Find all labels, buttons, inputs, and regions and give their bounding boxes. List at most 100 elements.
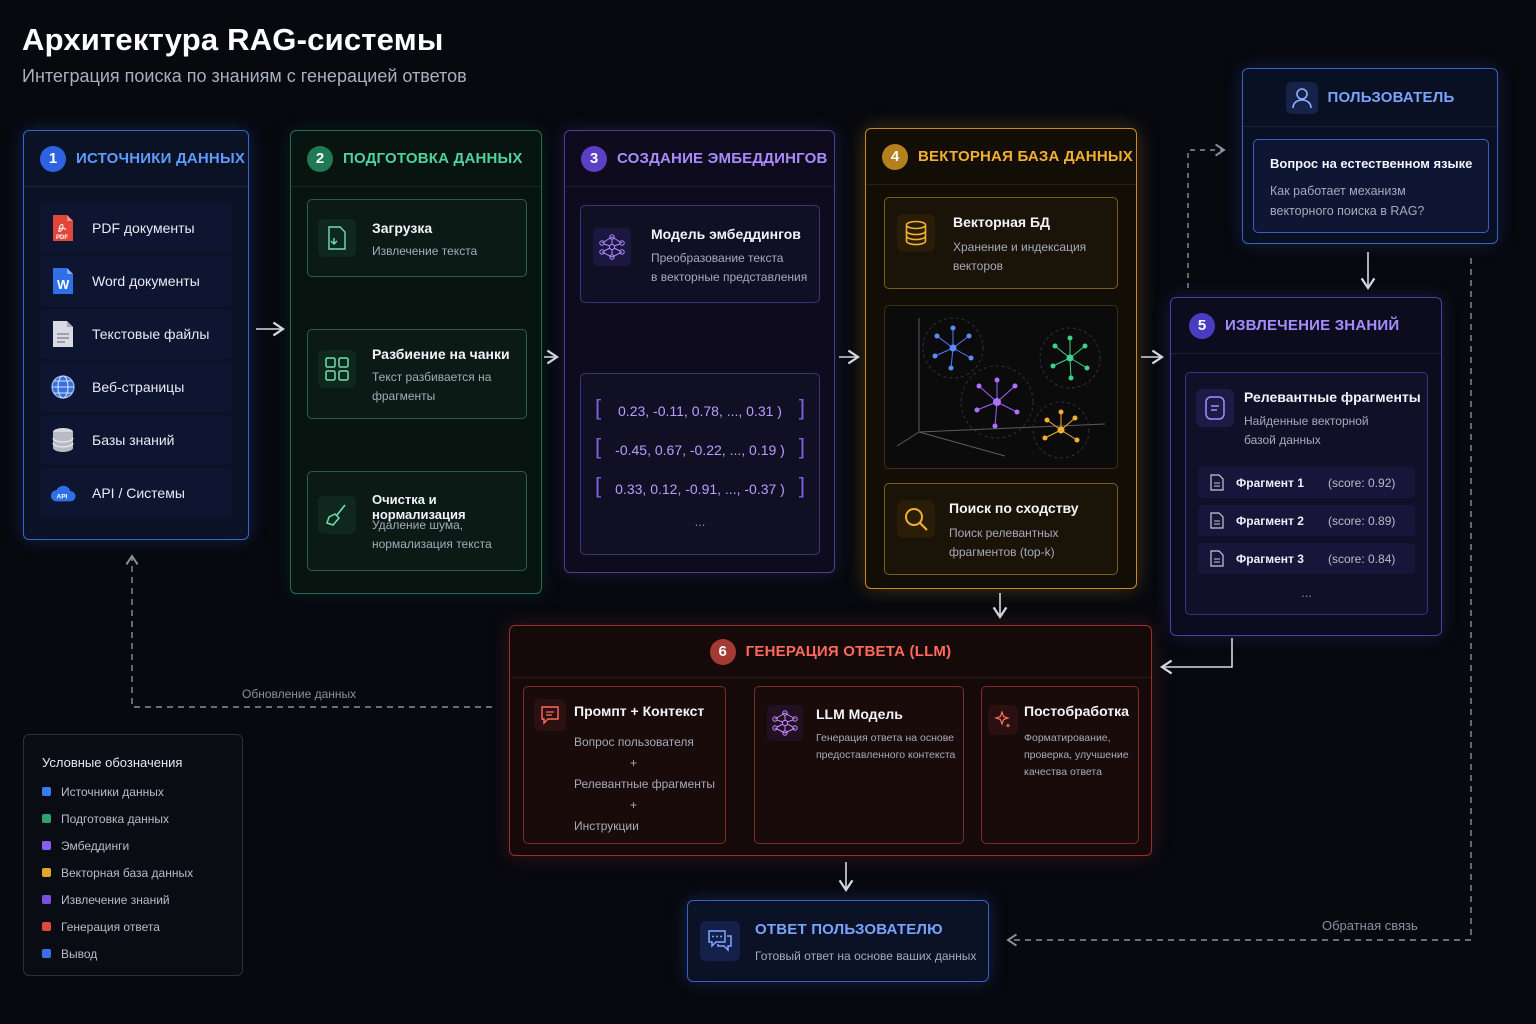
prep-step-clean[interactable]: Очистка и нормализация Удаление шума, но… (307, 471, 527, 571)
svg-text:W: W (57, 277, 70, 292)
legend-swatch (42, 922, 51, 931)
fragments-subtitle: базой данных (1244, 433, 1321, 447)
page-title: Архитектура RAG-системы (22, 22, 444, 57)
llm-model-card[interactable]: LLM Модель Генерация ответа на основе пр… (754, 686, 964, 844)
svg-text:PDF: PDF (56, 235, 68, 241)
step-title: Загрузка (372, 220, 433, 236)
neural-network-icon (767, 705, 803, 741)
step-badge: 2 (307, 145, 333, 172)
vector-db-panel: 4 ВЕКТОРНАЯ БАЗА ДАННЫХ Векторная БД Хра… (865, 128, 1137, 589)
generation-title: ГЕНЕРАЦИЯ ОТВЕТА (LLM) (745, 643, 952, 660)
prompt-line: + (630, 798, 638, 812)
legend-item: Вывод (42, 940, 242, 967)
legend-title: Условные обозначения (42, 755, 183, 770)
svg-text:API: API (57, 494, 68, 501)
legend-swatch (42, 787, 51, 796)
file-icon (1210, 512, 1224, 529)
prompt-line: Релевантные фрагменты (574, 777, 715, 791)
postprocessing-card[interactable]: Постобработка Форматирование, проверка, … (981, 686, 1139, 844)
fragment-row[interactable]: Фрагмент 3 (score: 0.84) (1198, 543, 1415, 574)
text-file-icon (50, 321, 76, 347)
user-question-card[interactable]: Вопрос на естественном языке Как работае… (1253, 139, 1489, 233)
step-title: Разбиение на чанки (372, 346, 510, 362)
source-item-web[interactable]: Веб-страницы (40, 362, 232, 412)
vector-space-visual (884, 305, 1118, 469)
step-subtitle: фрагменты (372, 389, 436, 403)
llm-line: предоставленного контекста (816, 749, 956, 761)
search-title: Поиск по сходству (949, 500, 1079, 516)
word-icon: W (50, 268, 76, 294)
post-line: проверка, улучшение (1024, 749, 1129, 761)
legend-label: Генерация ответа (61, 919, 160, 934)
chat-bubbles-icon (700, 921, 740, 961)
vector-db-title: ВЕКТОРНАЯ БАЗА ДАННЫХ (918, 148, 1133, 165)
source-item-kb[interactable]: Базы знаний (40, 415, 232, 465)
search-subtitle: Поиск релевантных (949, 526, 1059, 540)
fragment-row[interactable]: Фрагмент 2 (score: 0.89) (1198, 505, 1415, 536)
globe-icon (50, 374, 76, 400)
source-item-api[interactable]: API API / Системы (40, 468, 232, 518)
vector-values: 0.23, -0.11, 0.78, ..., 0.31 ) (618, 403, 782, 419)
answer-panel[interactable]: ОТВЕТ ПОЛЬЗОВАТЕЛЮ Готовый ответ на осно… (687, 900, 989, 982)
retrieval-panel: 5 ИЗВЛЕЧЕНИЕ ЗНАНИЙ Релевантные фрагмент… (1170, 297, 1442, 636)
legend-panel: Условные обозначения Источники данных По… (23, 734, 243, 976)
embeddings-title: СОЗДАНИЕ ЭМБЕДДИНГОВ (617, 150, 828, 167)
legend-label: Подготовка данных (61, 811, 170, 826)
legend-swatch (42, 814, 51, 823)
legend-label: Вывод (61, 946, 98, 961)
fragments-ellipsis: ... (1301, 585, 1312, 600)
neural-network-icon (593, 228, 631, 266)
source-label: Текстовые файлы (92, 326, 210, 342)
source-label: Word документы (92, 273, 200, 289)
prep-step-load[interactable]: Загрузка Извлечение текста (307, 199, 527, 277)
vector-row: [0.33, 0.12, -0.91, ..., -0.37 )] (595, 473, 805, 498)
retrieval-title: ИЗВЛЕЧЕНИЕ ЗНАНИЙ (1225, 317, 1400, 334)
llm-title: LLM Модель (816, 706, 903, 722)
vector-values: -0.45, 0.67, -0.22, ..., 0.19 ) (615, 442, 785, 458)
sources-panel: 1 ИСТОЧНИКИ ДАННЫХ PDF PDF документы W W… (23, 130, 249, 540)
step-subtitle: Извлечение текста (372, 244, 478, 258)
prep-step-chunk[interactable]: Разбиение на чанки Текст разбивается на … (307, 329, 527, 419)
fragment-score: (score: 0.84) (1328, 551, 1396, 566)
similarity-search-card[interactable]: Поиск по сходству Поиск релевантных фраг… (884, 483, 1118, 575)
legend-item: Подготовка данных (42, 805, 242, 832)
grid-icon (318, 350, 356, 388)
vector-store-card[interactable]: Векторная БД Хранение и индексация векто… (884, 197, 1118, 289)
prompt-context-card[interactable]: Промпт + Контекст Вопрос пользователя + … (523, 686, 726, 844)
legend-label: Векторная база данных (61, 865, 194, 880)
sources-title: ИСТОЧНИКИ ДАННЫХ (76, 150, 246, 167)
legend-swatch (42, 895, 51, 904)
fragment-score: (score: 0.92) (1328, 475, 1396, 490)
model-title: Модель эмбеддингов (651, 226, 801, 242)
prompt-line: Инструкции (574, 819, 639, 833)
answer-title: ОТВЕТ ПОЛЬЗОВАТЕЛЮ (755, 921, 943, 938)
embedding-model-card[interactable]: Модель эмбеддингов Преобразование текста… (580, 205, 820, 303)
fragment-name: Фрагмент 2 (1236, 513, 1304, 528)
source-item-word[interactable]: W Word документы (40, 256, 232, 306)
search-subtitle: фрагментов (top-k) (949, 545, 1055, 559)
api-cloud-icon: API (50, 480, 76, 506)
question-text: векторного поиска в RAG? (1270, 204, 1425, 218)
legend-item: Векторная база данных (42, 859, 242, 886)
fragment-row[interactable]: Фрагмент 1 (score: 0.92) (1198, 467, 1415, 498)
user-panel: ПОЛЬЗОВАТЕЛЬ Вопрос на естественном язык… (1242, 68, 1498, 244)
embeddings-header: 3 СОЗДАНИЕ ЭМБЕДДИНГОВ (565, 131, 834, 187)
fragments-title: Релевантные фрагменты (1244, 389, 1421, 405)
question-text: Как работает механизм (1270, 184, 1406, 198)
legend-item: Эмбеддинги (42, 832, 242, 859)
fragments-subtitle: Найденные векторной (1244, 414, 1369, 428)
source-label: Веб-страницы (92, 379, 185, 395)
broom-icon (318, 496, 356, 534)
step-badge: 5 (1189, 312, 1215, 339)
legend-item: Генерация ответа (42, 913, 242, 940)
source-item-text[interactable]: Текстовые файлы (40, 309, 232, 359)
page-subtitle: Интеграция поиска по знаниям с генерацие… (22, 66, 467, 86)
arrow-retrieval-to-generation (1159, 638, 1233, 675)
generation-header: 6 ГЕНЕРАЦИЯ ОТВЕТА (LLM) (510, 626, 1151, 678)
sparkle-icon (988, 705, 1018, 735)
source-item-pdf[interactable]: PDF PDF документы (40, 203, 232, 253)
database-icon (897, 214, 935, 252)
step-badge: 3 (581, 145, 607, 172)
post-title: Постобработка (1024, 703, 1129, 719)
file-icon (1210, 550, 1224, 567)
